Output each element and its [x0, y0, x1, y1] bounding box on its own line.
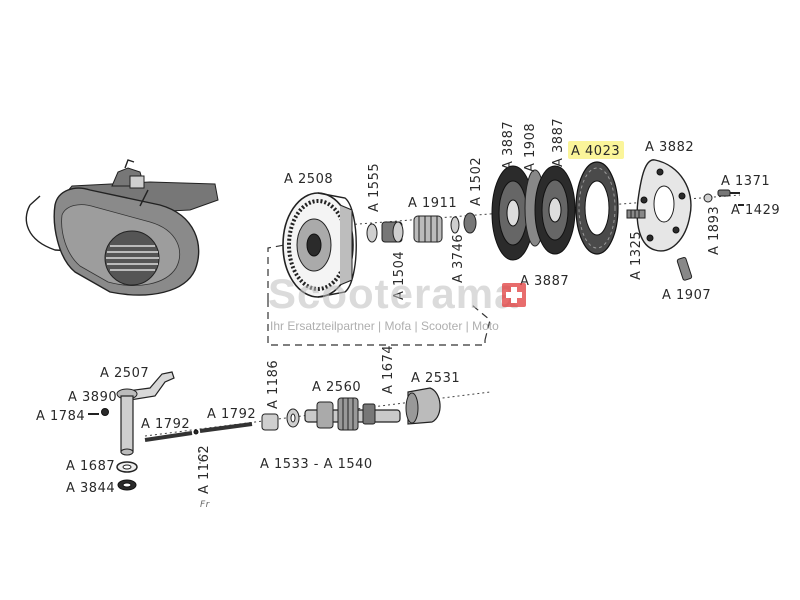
- label-a1784: A 1784: [36, 409, 85, 424]
- label-a4023: A 4023: [571, 144, 620, 159]
- part-labels: A 2508 A 1555 A 1911 A 1502 A 1504 A 374…: [36, 118, 780, 510]
- part-kickstart-shaft: [261, 387, 441, 431]
- label-a1502: A 1502: [469, 157, 484, 206]
- part-kickstart-lever: [88, 371, 175, 491]
- label-a2531: A 2531: [411, 371, 460, 386]
- label-a1687: A 1687: [66, 459, 115, 474]
- label-a1674: A 1674: [381, 345, 396, 394]
- watermark-title: Scooterama: [268, 270, 518, 317]
- label-a3887-bottom: A 3887: [520, 274, 569, 289]
- label-a1893: A 1893: [707, 206, 722, 255]
- label-a1371: A 1371: [721, 174, 770, 189]
- part-springs-screws: [626, 189, 744, 281]
- label-a1533-a1540: A 1533 - A 1540: [260, 457, 373, 472]
- part-shaft-spacers: [366, 212, 477, 243]
- part-label-highlight: [568, 141, 624, 159]
- part-pressure-plate: [636, 159, 692, 252]
- label-a1555: A 1555: [367, 163, 382, 212]
- label-a3844: A 3844: [66, 481, 115, 496]
- label-a1908: A 1908: [523, 123, 538, 172]
- label-a1429: A 1429: [731, 203, 780, 218]
- label-a1325: A 1325: [629, 231, 644, 280]
- part-friction-plate: [575, 161, 619, 255]
- watermark-subtitle: Ihr Ersatzteilpartner | Mofa | Scooter |…: [270, 319, 499, 333]
- label-a1792-right: A 1792: [207, 407, 256, 422]
- label-a3890: A 3890: [68, 390, 117, 405]
- label-mark: Fr: [200, 500, 211, 510]
- label-a1504: A 1504: [392, 251, 407, 300]
- label-a1162: A 1162: [197, 445, 212, 494]
- label-a3887-mid: A 3887: [551, 118, 566, 167]
- label-a1792-left: A 1792: [141, 417, 190, 432]
- label-a1907: A 1907: [662, 288, 711, 303]
- label-a3746: A 3746: [451, 234, 466, 283]
- engine-housing-illustration: [25, 159, 219, 296]
- watermark: Scooterama Ihr Ersatzteilpartner | Mofa …: [268, 270, 526, 333]
- part-clutch-drum: [282, 192, 357, 298]
- label-a3887-top: A 3887: [501, 121, 516, 170]
- label-a1911: A 1911: [408, 196, 457, 211]
- label-a3882: A 3882: [645, 140, 694, 155]
- part-push-rods: [144, 422, 253, 470]
- label-a2507: A 2507: [100, 366, 149, 381]
- label-a1186: A 1186: [266, 360, 281, 409]
- label-a2560: A 2560: [312, 380, 361, 395]
- part-clutch-plates: [491, 165, 576, 261]
- label-a2508: A 2508: [284, 172, 333, 187]
